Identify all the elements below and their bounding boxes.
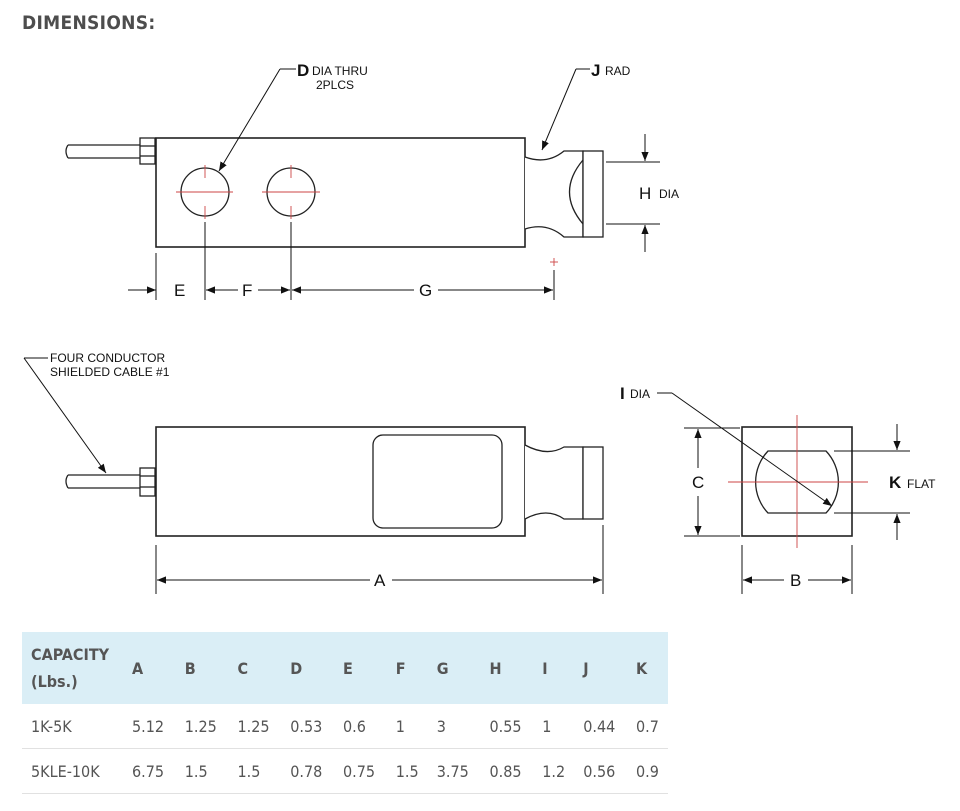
header-col-j: J: [583, 658, 589, 678]
table-cell: 1: [533, 704, 575, 749]
callout-d-text: DIA THRU: [312, 64, 368, 78]
header-col-i: I: [542, 658, 548, 678]
callout-j-letter: J: [591, 61, 600, 80]
table-cell: 1.2: [533, 748, 575, 794]
callout-i-text: DIA: [630, 387, 650, 401]
table-cell: 6.75: [123, 748, 176, 794]
table-cell: 0.44: [574, 704, 627, 749]
side-neck: [524, 444, 584, 520]
cable-text-line2: SHIELDED CABLE #1: [50, 365, 170, 379]
dimensions-table: CAPACITY (Lbs.) A B C D E F G H I J K 1K…: [22, 632, 668, 794]
side-cable-nut: [139, 467, 156, 497]
dim-label-c: C: [692, 473, 704, 492]
table-header-row: CAPACITY (Lbs.) A B C D E F G H I J K: [22, 632, 668, 704]
dimensions-heading: DIMENSIONS:: [22, 12, 156, 34]
table-cell: 0.75: [334, 748, 387, 794]
top-neck: [524, 150, 584, 238]
table-cell: 1.5: [228, 748, 282, 794]
header-capacity: CAPACITY (Lbs.): [22, 632, 123, 704]
callout-h-text: DIA: [659, 187, 679, 201]
callout-d-text2: 2PLCS: [316, 78, 354, 92]
table-cell: 1.25: [175, 704, 229, 749]
callout-i-letter: I: [620, 384, 625, 403]
dim-label-a: A: [374, 571, 386, 590]
callout-d-letter: D: [297, 61, 309, 80]
side-body: [155, 426, 526, 537]
table-cell: 0.78: [281, 748, 334, 794]
table-cell: 1.5: [386, 748, 428, 794]
side-end-cap: [582, 446, 604, 520]
table-row: 5KLE-10K 6.75 1.5 1.5 0.78 0.75 1.5 3.75…: [22, 748, 668, 794]
table-cell-capacity: 5KLE-10K: [22, 748, 123, 794]
header-col-c: C: [237, 658, 249, 678]
table-cell: 3.75: [427, 748, 481, 794]
top-end-cap: [582, 150, 604, 238]
top-cable-nut: [139, 137, 156, 165]
header-capacity-line2: (Lbs.): [31, 672, 78, 691]
header-col-b: B: [184, 658, 196, 678]
table-cell: 1: [386, 704, 428, 749]
header-col-f: F: [395, 658, 406, 678]
dim-label-g: G: [419, 281, 432, 300]
dim-label-e: E: [174, 281, 185, 300]
side-label-recess: [372, 434, 503, 529]
top-body: [155, 137, 526, 248]
header-col-h: H: [489, 658, 502, 678]
dim-label-f: F: [242, 281, 252, 300]
header-col-k: K: [635, 658, 648, 678]
header-col-d: D: [290, 658, 303, 678]
table-cell: 1.25: [228, 704, 282, 749]
table-cell: 0.85: [480, 748, 534, 794]
header-col-a: A: [132, 658, 144, 678]
header-col-g: G: [436, 658, 449, 678]
load-cell-dimension-drawing: D DIA THRU 2PLCS J RAD H DIA E F G FOUR …: [23, 61, 936, 594]
table-cell: 0.9: [626, 748, 668, 794]
end-view-flat-hole: [755, 450, 839, 514]
cable-text-line1: FOUR CONDUCTOR: [50, 351, 165, 365]
header-capacity-line1: CAPACITY: [31, 645, 110, 664]
table-cell: 1.5: [175, 748, 229, 794]
table-cell: 0.6: [334, 704, 387, 749]
callout-j-text: RAD: [605, 64, 631, 78]
table-cell: 5.12: [123, 704, 176, 749]
header-col-e: E: [343, 658, 353, 678]
callout-k-text: FLAT: [907, 477, 936, 491]
table-cell-capacity: 1K-5K: [22, 704, 123, 749]
table-cell: 3: [427, 704, 481, 749]
table-cell: 0.55: [480, 704, 534, 749]
dim-label-b: B: [790, 571, 801, 590]
callout-k-letter: K: [889, 473, 902, 492]
table-cell: 0.53: [281, 704, 334, 749]
table-cell: 0.7: [626, 704, 668, 749]
side-view: [65, 426, 604, 537]
table-row: 1K-5K 5.12 1.25 1.25 0.53 0.6 1 3 0.55 1…: [22, 704, 668, 749]
top-view: [65, 137, 604, 248]
table-cell: 0.56: [574, 748, 627, 794]
callout-h-letter: H: [639, 184, 651, 203]
